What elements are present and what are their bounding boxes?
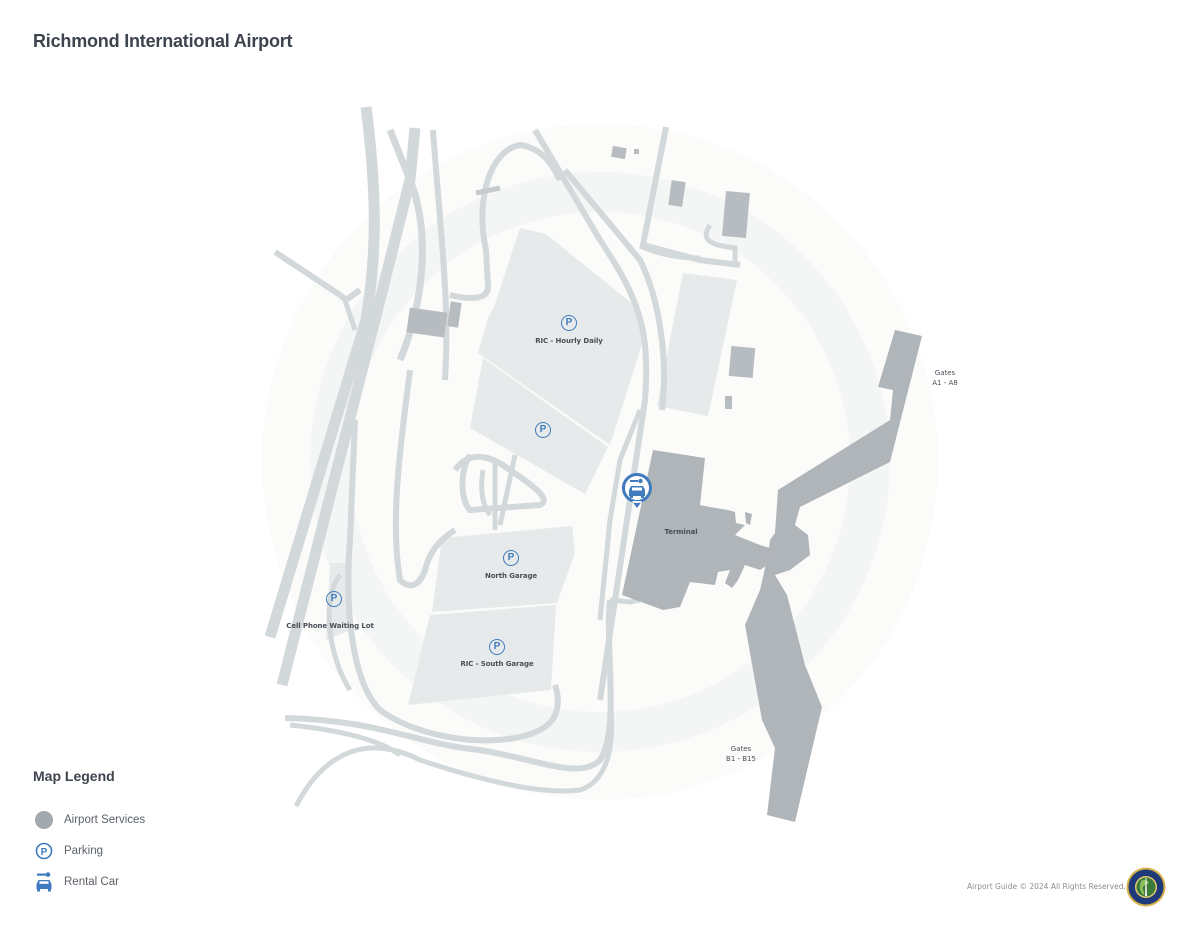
copyright-text: Airport Guide © 2024 All Rights Reserved… [967,882,1126,891]
airport-services-circle-icon [33,809,55,831]
legend-item-airport-services: Airport Services [33,809,145,831]
terminal-building [622,330,922,822]
legend-label-rental-car: Rental Car [64,876,119,888]
legend-item-rental-car: Rental Car [33,871,119,893]
buildings [406,145,756,409]
parking-label-north-garage: North Garage [484,572,538,580]
roads [264,106,741,808]
legend-item-parking: P Parking [33,840,103,862]
legend-title: Map Legend [33,768,115,784]
parking-icon: P [33,840,55,862]
svg-text:P: P [41,847,48,858]
parking-label-cell-phone-lot: Cell Phone Waiting Lot [286,622,374,630]
legend-label-airport-services: Airport Services [64,814,146,826]
gates-a-label: Gates A1 - A8 [932,368,957,388]
rental-car-pin-icon[interactable] [621,472,653,510]
parking-label-south-garage: RIC - South Garage [460,660,534,668]
gates-b-range: B1 - B15 [726,755,756,763]
parking-label-hourly-daily: RIC - Hourly Daily [535,337,603,345]
gates-b-title: Gates [730,745,752,753]
terminal-label: Terminal [664,528,698,536]
gates-b-label: Gates B1 - B15 [726,744,756,764]
page-title: Richmond International Airport [33,31,293,51]
parking-marker-cell-phone-lot[interactable]: P [326,591,342,607]
parking-marker-south-garage[interactable]: P [489,639,505,655]
gates-a-range: A1 - A8 [932,379,958,387]
parking-marker-hourly-daily[interactable]: P [561,315,577,331]
rental-car-icon [33,871,55,893]
legend-label-parking: Parking [64,845,103,857]
gates-a-title: Gates [934,369,956,377]
parking-marker-north-garage[interactable]: P [503,550,519,566]
national-airport-database-seal-icon[interactable] [1126,867,1166,907]
parking-marker-unnamed[interactable]: P [535,422,551,438]
